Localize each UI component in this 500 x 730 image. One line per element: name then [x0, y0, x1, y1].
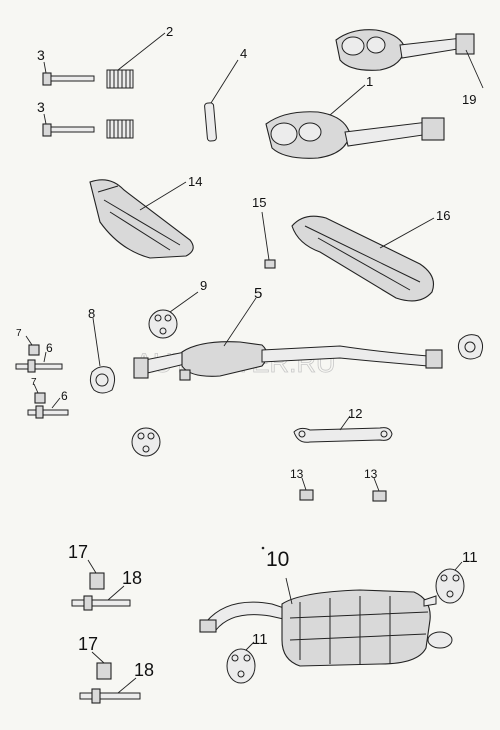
heat-shield-rear — [291, 215, 435, 302]
nut-17-upper — [89, 572, 105, 590]
catalytic-converter-lower — [265, 111, 445, 159]
rubber-hanger-11-left — [226, 648, 256, 684]
callout-9: 9 — [200, 278, 207, 293]
callout-13-left: 13 — [290, 467, 304, 481]
callout-7-lower: 7 — [31, 377, 37, 388]
pin — [204, 102, 217, 142]
bolt-upper — [42, 72, 95, 86]
rubber-hanger-9 — [148, 309, 178, 339]
callout-18-lower: 18 — [134, 660, 154, 680]
center-pipe-resonator — [133, 341, 443, 381]
nut-15 — [264, 259, 276, 269]
callout-5: 5 — [254, 285, 262, 302]
callout-17-lower: 17 — [78, 634, 98, 654]
heat-shield-front — [89, 179, 194, 259]
callout-19: 19 — [462, 92, 476, 107]
callout-14: 14 — [188, 174, 202, 189]
bolt-6-lower — [27, 405, 69, 419]
callout-10: 10 — [266, 548, 289, 571]
dot-mark — [261, 546, 265, 550]
rear-muffler — [199, 589, 453, 667]
callout-8: 8 — [88, 306, 95, 321]
bolt-18-lower — [79, 688, 141, 704]
rubber-hanger-11-right — [435, 568, 465, 604]
callout-13-right: 13 — [364, 467, 378, 481]
nut-13-right — [372, 490, 387, 502]
callout-15: 15 — [252, 195, 266, 210]
bolt-6-upper — [15, 359, 63, 373]
callout-2: 2 — [166, 24, 173, 39]
callout-16: 16 — [436, 208, 450, 223]
callout-1: 1 — [366, 74, 373, 89]
callout-4: 4 — [240, 46, 247, 61]
callout-6-upper: 6 — [46, 341, 53, 355]
gasket — [89, 366, 116, 394]
callout-12: 12 — [348, 406, 362, 421]
callout-3-lower: 3 — [37, 99, 45, 115]
callout-7-upper: 7 — [16, 328, 22, 339]
callout-3-upper: 3 — [37, 47, 45, 63]
catalytic-converter-upper — [335, 29, 475, 71]
nut-7-upper — [28, 344, 40, 356]
callout-17-upper: 17 — [68, 542, 88, 562]
bracket — [293, 427, 393, 443]
nut-17-lower — [96, 662, 112, 680]
bolt-18-upper — [71, 595, 131, 611]
bolt-lower — [42, 123, 95, 137]
rubber-hanger-mid — [131, 427, 161, 457]
flange-gasket-right — [457, 334, 484, 360]
callout-11-right: 11 — [462, 549, 478, 566]
nut-13-left — [299, 489, 314, 501]
callout-11-left: 11 — [252, 631, 268, 648]
spring-upper — [106, 69, 134, 89]
callout-18-upper: 18 — [122, 568, 142, 588]
callout-6-lower: 6 — [61, 389, 68, 403]
nut-7-lower — [34, 392, 46, 404]
spring-lower — [106, 119, 134, 139]
